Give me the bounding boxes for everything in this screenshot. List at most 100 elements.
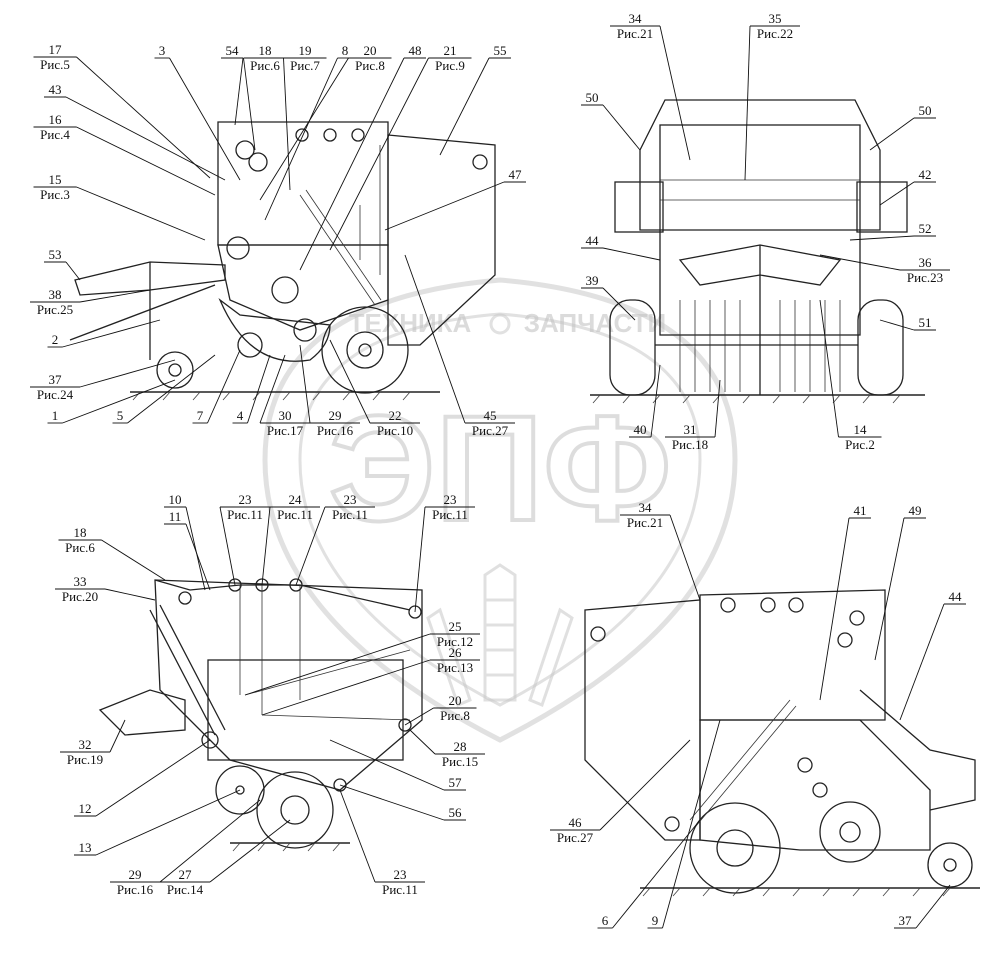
callout-figure-ref: Рис.10 bbox=[377, 423, 413, 438]
callout-side-section: 10 bbox=[164, 492, 206, 591]
callout-number: 23 bbox=[344, 492, 357, 507]
watermark-monogram: ЭПФ bbox=[329, 384, 672, 552]
callout-figure-ref: Рис.17 bbox=[267, 423, 304, 438]
leader-line bbox=[219, 506, 236, 586]
callout-figure-ref: Рис.15 bbox=[442, 754, 478, 769]
leader-line bbox=[915, 884, 951, 929]
callout-side-left: 4 bbox=[232, 354, 271, 424]
callout-rear: 52 bbox=[849, 221, 936, 241]
callout-number: 53 bbox=[49, 247, 62, 262]
watermark-brand-right: ЗАПЧАСТИ bbox=[524, 308, 667, 338]
callout-number: 30 bbox=[279, 408, 292, 423]
leader-line bbox=[62, 319, 161, 348]
callout-figure-ref: Рис.27 bbox=[557, 830, 594, 845]
leader-line bbox=[819, 254, 901, 271]
callout-number: 50 bbox=[919, 103, 932, 118]
leader-line bbox=[650, 364, 661, 438]
callout-figure-ref: Рис.27 bbox=[472, 423, 509, 438]
leader-line bbox=[104, 588, 156, 601]
callout-number: 20 bbox=[364, 43, 377, 58]
leader-line bbox=[76, 186, 206, 241]
leader-line bbox=[329, 739, 445, 791]
leader-line bbox=[439, 57, 490, 156]
callout-figure-ref: Рис.9 bbox=[435, 58, 465, 73]
callout-number: 47 bbox=[509, 167, 523, 182]
callout-number: 57 bbox=[449, 775, 463, 790]
leader-line bbox=[414, 506, 426, 613]
leader-line bbox=[243, 57, 256, 151]
leader-line bbox=[259, 57, 349, 201]
callout-figure-ref: Рис.21 bbox=[617, 26, 653, 41]
watermark-shield-inner bbox=[298, 312, 702, 707]
callout-number: 6 bbox=[602, 913, 609, 928]
watermark: ЭПФ ТЕХНИКА ЗАПЧАСТИ bbox=[262, 277, 738, 743]
leader-line bbox=[95, 739, 211, 817]
callout-number: 46 bbox=[569, 815, 583, 830]
leader-line bbox=[404, 707, 434, 726]
callout-figure-ref: Рис.5 bbox=[40, 57, 70, 72]
callout-figure-ref: Рис.12 bbox=[437, 634, 473, 649]
callout-figure-ref: Рис.11 bbox=[432, 507, 468, 522]
callout-number: 18 bbox=[259, 43, 272, 58]
callout-number: 21 bbox=[444, 43, 457, 58]
leader-line bbox=[384, 181, 505, 231]
leader-line bbox=[299, 57, 405, 271]
callout-number: 43 bbox=[49, 82, 62, 97]
callout-number: 37 bbox=[49, 372, 63, 387]
leader-line bbox=[602, 104, 641, 151]
callout-number: 34 bbox=[629, 11, 643, 26]
leader-line bbox=[185, 523, 211, 591]
leader-line bbox=[659, 25, 691, 161]
leader-line bbox=[879, 319, 915, 331]
leader-line bbox=[662, 719, 721, 929]
callout-side-right: 6 bbox=[597, 819, 701, 929]
leader-line bbox=[874, 517, 905, 661]
leader-line bbox=[849, 235, 915, 241]
callout-layer: 17Рис.54316Рис.415Рис.35338Рис.25237Рис.… bbox=[30, 11, 966, 929]
callout-number: 15 bbox=[49, 172, 62, 187]
view-side-right bbox=[584, 589, 980, 897]
callout-figure-ref: Рис.16 bbox=[117, 882, 154, 897]
callout-number: 32 bbox=[79, 737, 92, 752]
callout-number: 45 bbox=[484, 408, 497, 423]
callout-side-section: 12 bbox=[74, 739, 211, 817]
callout-number: 14 bbox=[854, 422, 868, 437]
leader-line bbox=[159, 799, 261, 883]
callout-number: 20 bbox=[449, 693, 462, 708]
callout-figure-ref: Рис.21 bbox=[627, 515, 663, 530]
leader-line bbox=[409, 729, 436, 755]
callout-rear: 39 bbox=[581, 273, 636, 321]
callout-figure-ref: Рис.2 bbox=[845, 437, 875, 452]
callout-number: 28 bbox=[454, 739, 467, 754]
leader-line bbox=[95, 789, 241, 856]
callout-rear: 42 bbox=[879, 167, 936, 206]
callout-side-left: 47 bbox=[384, 167, 526, 231]
callout-figure-ref: Рис.4 bbox=[40, 127, 70, 142]
view-rear bbox=[590, 99, 925, 404]
leader-line bbox=[329, 339, 371, 424]
callout-side-right: 9 bbox=[647, 719, 721, 929]
callout-side-right: 49 bbox=[874, 503, 926, 661]
leader-line bbox=[261, 506, 271, 586]
callout-number: 12 bbox=[79, 801, 92, 816]
callout-rear: 40 bbox=[629, 364, 661, 438]
callout-number: 29 bbox=[329, 408, 342, 423]
callout-side-section: 13 bbox=[74, 789, 241, 856]
leader-line bbox=[295, 506, 326, 586]
callout-figure-ref: Рис.11 bbox=[332, 507, 368, 522]
callout-number: 26 bbox=[449, 645, 463, 660]
callout-number: 22 bbox=[389, 408, 402, 423]
callout-number: 44 bbox=[949, 589, 963, 604]
callout-figure-ref: Рис.24 bbox=[37, 387, 74, 402]
